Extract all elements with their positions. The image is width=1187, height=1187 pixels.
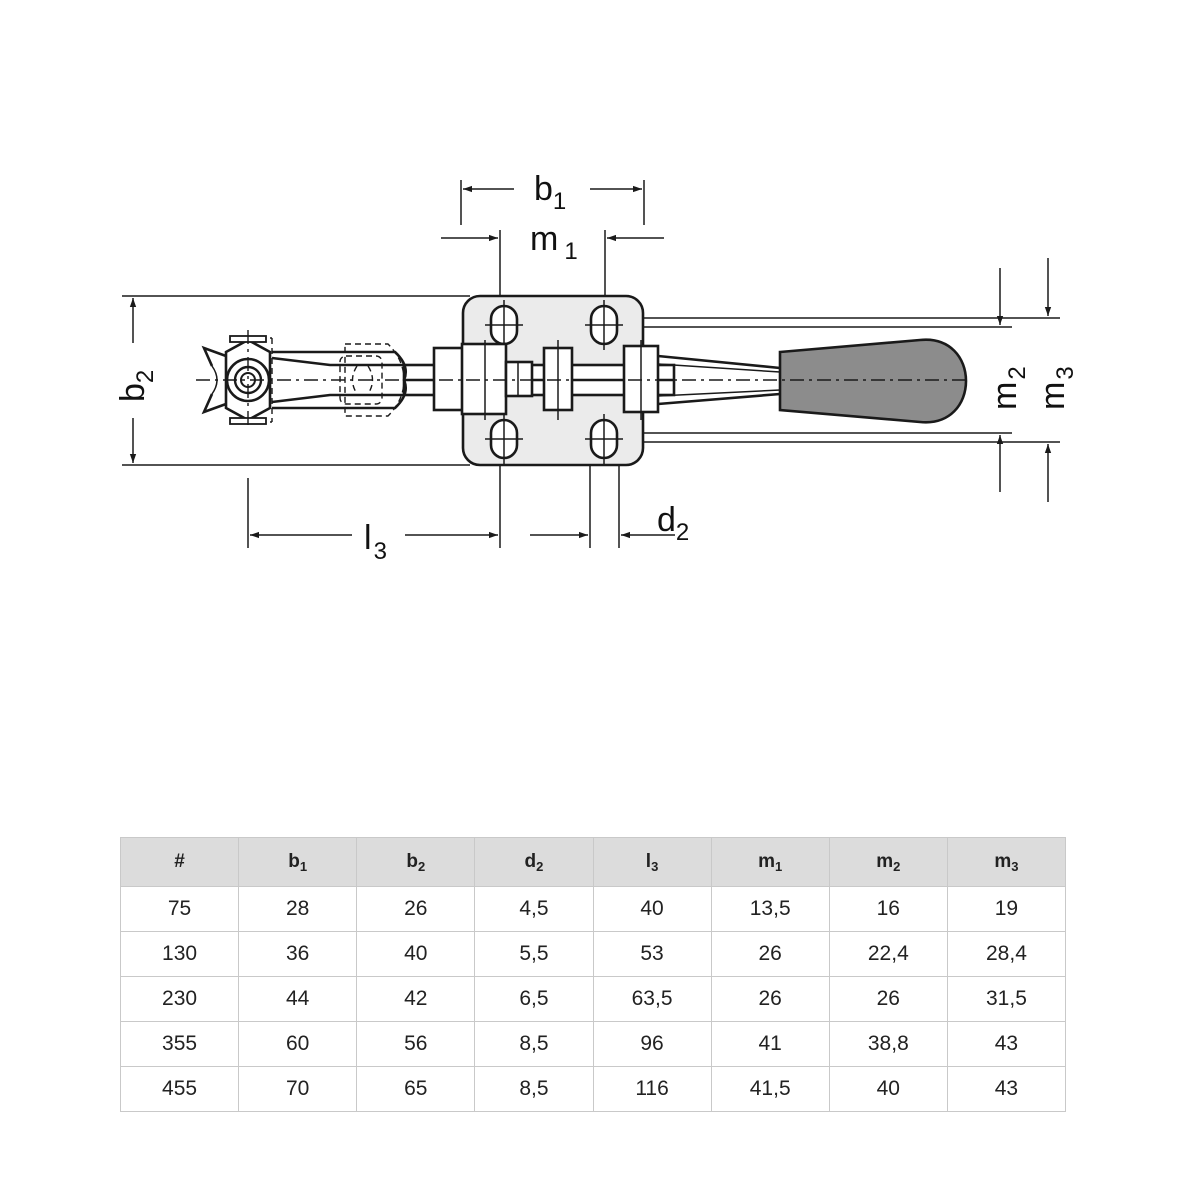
- table-cell: 116: [592, 1066, 712, 1112]
- header-cell: m3: [946, 837, 1067, 887]
- table-cell: 43: [946, 1021, 1067, 1067]
- table-cell: 96: [592, 1021, 712, 1067]
- table-cell: 22,4: [828, 931, 948, 977]
- dimension-lines: [122, 180, 1060, 548]
- table-cell: 41: [710, 1021, 830, 1067]
- table-cell: 26: [828, 976, 948, 1022]
- handle-grip: [778, 338, 968, 424]
- dim-label-d2: d2: [657, 501, 689, 546]
- table-cell: 28: [238, 886, 358, 932]
- table-cell: 16: [828, 886, 948, 932]
- table-row: 75 28 26 4,5 40 13,5 16 19: [119, 886, 1067, 932]
- dim-label-m3: m3: [1034, 366, 1079, 410]
- clamp-drawing: b1 m1 l3 d2 b2 m2 m3: [114, 170, 1079, 565]
- table-cell: 42: [356, 976, 476, 1022]
- table-cell: 43: [946, 1066, 1067, 1112]
- table-cell: 6,5: [474, 976, 594, 1022]
- table-cell: 41,5: [710, 1066, 830, 1112]
- table-cell: 60: [238, 1021, 358, 1067]
- table-cell: 130: [119, 931, 240, 977]
- table-cell: 40: [356, 931, 476, 977]
- table-header-row: # b1 b2 d2 l3 m1 m2 m3: [119, 837, 1067, 887]
- table-cell: 455: [119, 1066, 240, 1112]
- header-cell: m1: [710, 837, 830, 887]
- table-cell: 28,4: [946, 931, 1067, 977]
- centre-lines: [196, 330, 968, 430]
- table-cell: 44: [238, 976, 358, 1022]
- header-cell: d2: [474, 837, 594, 887]
- table-cell: 38,8: [828, 1021, 948, 1067]
- table-row: 130 36 40 5,5 53 26 22,4 28,4: [119, 931, 1067, 977]
- header-cell: b2: [356, 837, 476, 887]
- table-cell: 56: [356, 1021, 476, 1067]
- table-cell: 19: [946, 886, 1067, 932]
- table-cell: 230: [119, 976, 240, 1022]
- table-cell: 40: [592, 886, 712, 932]
- dim-label-b1: b1: [534, 170, 566, 215]
- header-cell: b1: [238, 837, 358, 887]
- table-cell: 26: [710, 976, 830, 1022]
- table-cell: 70: [238, 1066, 358, 1112]
- table-cell: 63,5: [592, 976, 712, 1022]
- table-cell: 26: [356, 886, 476, 932]
- dim-label-l3: l3: [364, 519, 387, 565]
- header-cell: m2: [828, 837, 948, 887]
- dimension-table: # b1 b2 d2 l3 m1 m2 m3 75 28 26 4,5 40 1…: [119, 837, 1067, 1112]
- header-cell: #: [119, 837, 240, 887]
- table-cell: 65: [356, 1066, 476, 1112]
- header-cell: l3: [592, 837, 712, 887]
- table-cell: 26: [710, 931, 830, 977]
- table-cell: 31,5: [946, 976, 1067, 1022]
- table-row: 455 70 65 8,5 116 41,5 40 43: [119, 1066, 1067, 1112]
- table-row: 355 60 56 8,5 96 41 38,8 43: [119, 1021, 1067, 1067]
- table-cell: 40: [828, 1066, 948, 1112]
- table-cell: 5,5: [474, 931, 594, 977]
- dim-label-m2: m2: [986, 366, 1031, 410]
- table-cell: 8,5: [474, 1021, 594, 1067]
- table-cell: 8,5: [474, 1066, 594, 1112]
- table-row: 230 44 42 6,5 63,5 26 26 31,5: [119, 976, 1067, 1022]
- table-cell: 13,5: [710, 886, 830, 932]
- table-cell: 36: [238, 931, 358, 977]
- dim-label-b2: b2: [114, 370, 159, 402]
- table-cell: 355: [119, 1021, 240, 1067]
- table-cell: 75: [119, 886, 240, 932]
- table-cell: 53: [592, 931, 712, 977]
- table-cell: 4,5: [474, 886, 594, 932]
